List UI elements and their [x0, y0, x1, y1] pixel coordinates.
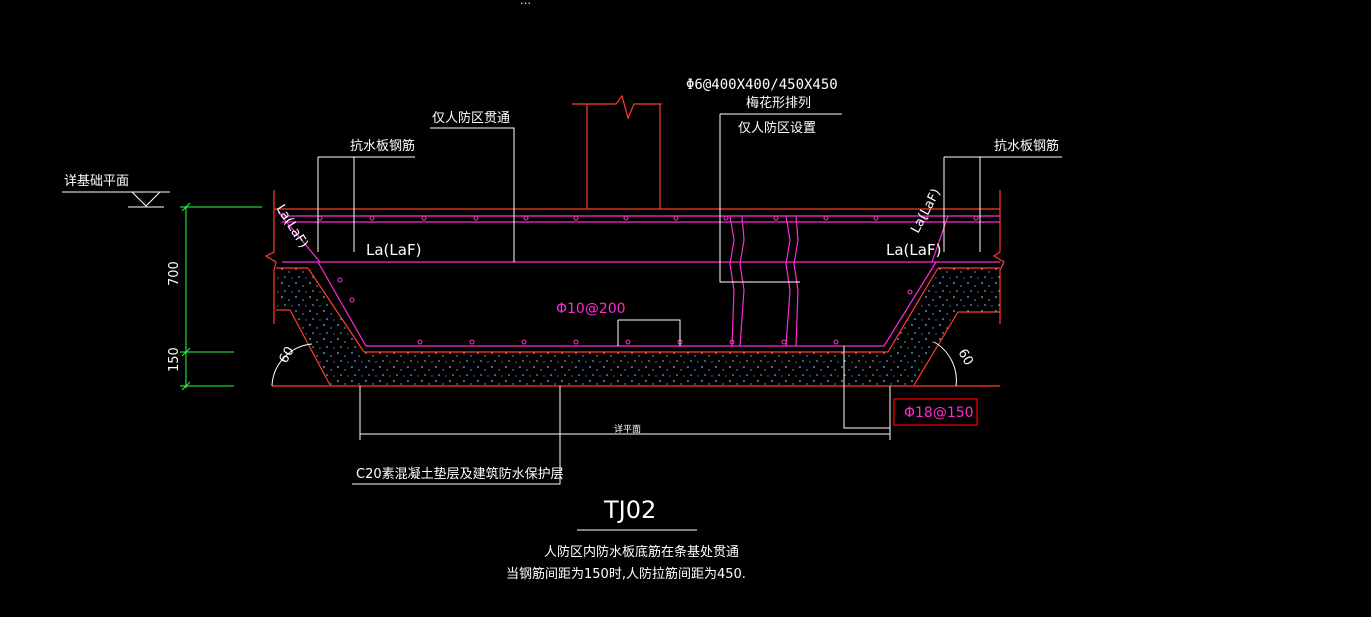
stirrup-spec-label: Φ6@400X400/450X450	[686, 77, 838, 93]
detail-plan-label: 详平面	[614, 423, 641, 435]
rebar-lines	[277, 211, 1000, 347]
dimension-700-label: 700	[167, 261, 182, 286]
anti-water-rebar-right-label: 抗水板钢筋	[994, 138, 1059, 154]
anti-water-rebar-left-label: 抗水板钢筋	[350, 138, 415, 154]
angle-arcs	[271, 341, 957, 387]
note-line-2: 当钢筋间距为150时,人防拉筋间距为450.	[506, 566, 746, 582]
top-clipped-text: …	[520, 0, 531, 7]
plum-arrangement-label: 梅花形排列	[746, 95, 811, 111]
civil-defense-through-label: 仅人防区贯通	[432, 110, 510, 126]
phi18-spec-label: Φ18@150	[904, 405, 974, 421]
c20-cushion-note: C20素混凝土垫层及建筑防水保护层	[356, 466, 564, 482]
la-laf-left-label: La(LaF)	[366, 241, 421, 259]
angle-60-left-label: 60	[276, 344, 297, 366]
rebar-dots	[317, 215, 979, 345]
concrete-outline	[264, 94, 1005, 387]
phi10-spec-label: Φ10@200	[556, 301, 626, 317]
note-line-1: 人防区内防水板底筋在条基处贯通	[544, 544, 739, 560]
phi18-highlight-box	[893, 398, 978, 426]
concrete-fill	[276, 268, 1000, 385]
angle-60-right-label: 60	[955, 347, 976, 369]
detail-id-title: TJ02	[603, 496, 656, 524]
dimension-150-label: 150	[167, 347, 182, 372]
la-laf-right-label: La(LaF)	[886, 241, 941, 259]
civil-defense-set-label: 仅人防区设置	[738, 120, 816, 136]
dimension-lines	[180, 202, 262, 391]
la-laf-right-diagonal-label: La(LaF)	[908, 186, 944, 235]
foundation-plan-ref-label: 详基础平面	[64, 174, 129, 189]
leader-lines	[62, 113, 1062, 531]
